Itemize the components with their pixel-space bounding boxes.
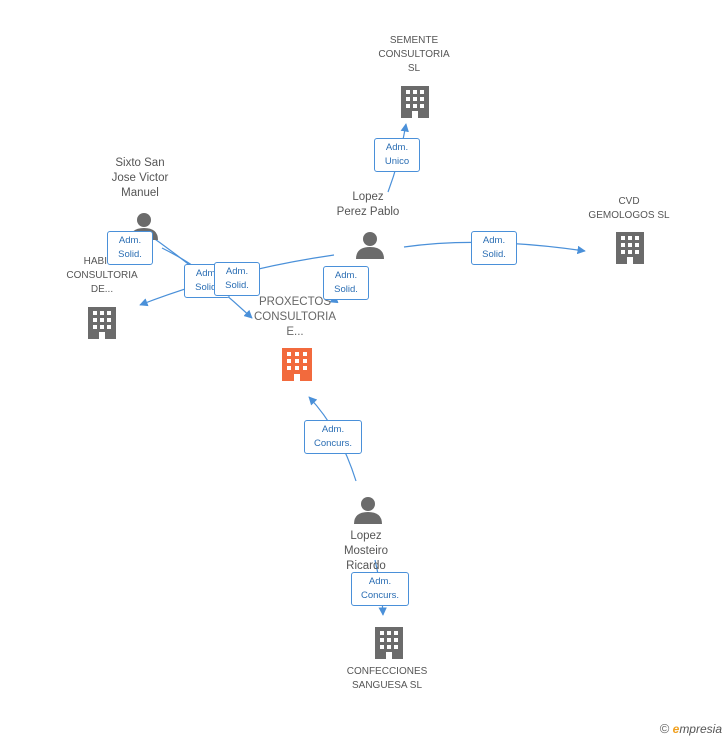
node-label-proxectos[interactable]: PROXECTOS CONSULTORIA E... [253, 296, 336, 338]
edge-badge-pablo-semente: Adm. Unico [374, 138, 420, 172]
building-icon[interactable] [616, 232, 644, 264]
person-icon[interactable] [356, 232, 384, 259]
person-icon[interactable] [354, 497, 382, 524]
node-label-lopez-ricardo[interactable]: Lopez Mosteiro Ricardo [343, 530, 389, 572]
node-label-lopez-pablo[interactable]: Lopez Perez Pablo [336, 191, 400, 218]
edge-badge-ricardo-proxectos: Adm. Concurs. [304, 420, 362, 454]
node-label-confecciones[interactable]: CONFECCIONES SANGUESA SL [346, 666, 428, 691]
edge-badge-pablo-cvd: Adm. Solid. [471, 231, 517, 265]
building-icon[interactable] [401, 86, 429, 118]
edge-badge-ricardo-confecciones: Adm. Concurs. [351, 572, 409, 606]
brand-credit[interactable]: © empresia [660, 721, 722, 736]
edge-badge-sixto-habit: Adm. Solid. [107, 231, 153, 265]
copyright-icon: © [659, 721, 670, 736]
building-icon[interactable] [88, 307, 116, 339]
brand-logo: empresia [672, 722, 722, 736]
node-label-cvd[interactable]: CVD GEMOLOGOS SL [588, 196, 670, 221]
building-icon[interactable] [375, 627, 403, 659]
edge-badge-pablo-proxectos: Adm. Solid. [323, 266, 369, 300]
building-focus-icon[interactable] [282, 348, 312, 381]
edge-badge-sixto-proxectos: Adm. Solid. [214, 262, 260, 296]
node-label-semente[interactable]: SEMENTE CONSULTORIA SL [378, 35, 450, 74]
node-label-habit[interactable]: HABIT... CONSULTORIA DE... [66, 256, 138, 295]
node-label-sixto[interactable]: Sixto San Jose Victor Manuel [111, 157, 169, 199]
